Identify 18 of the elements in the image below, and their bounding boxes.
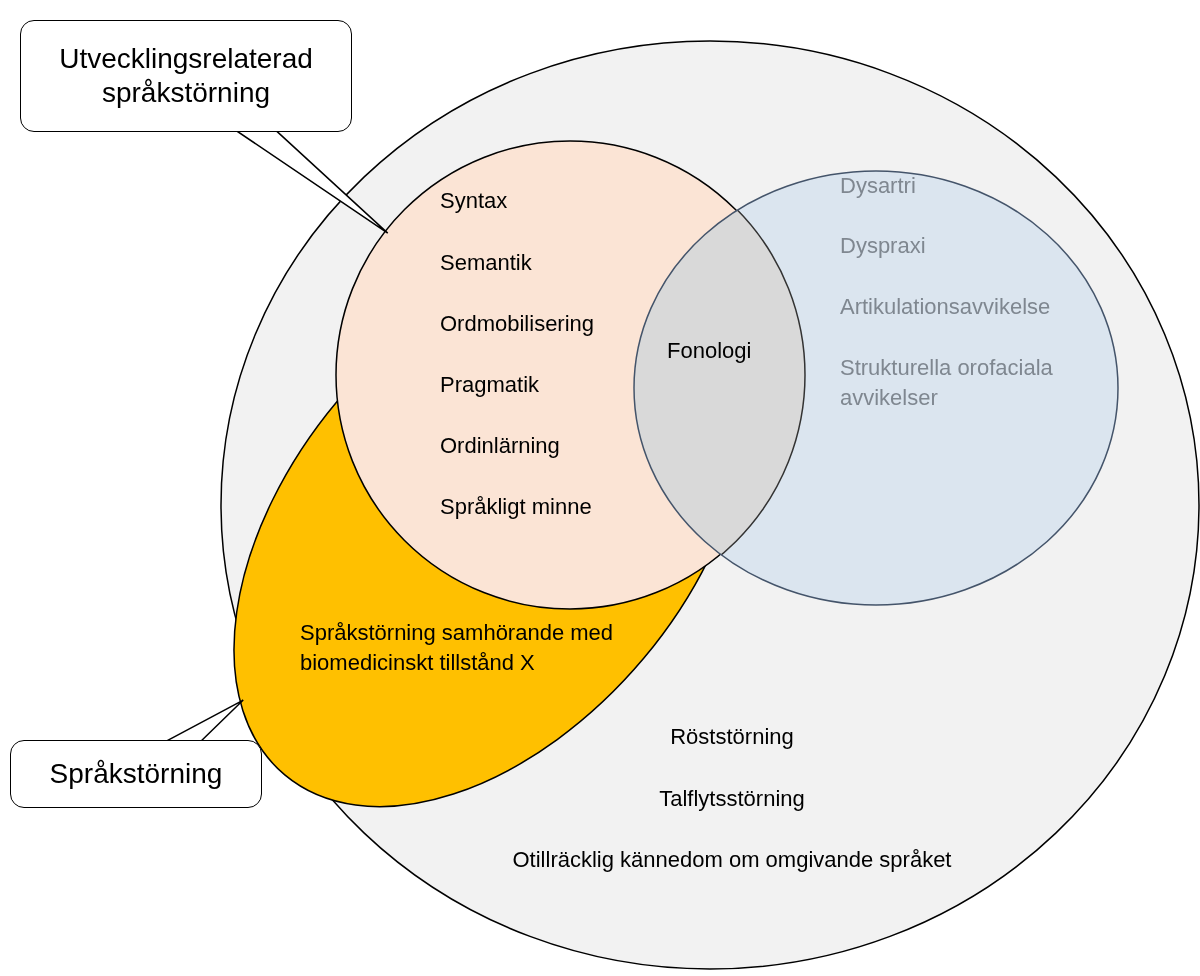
callout-text: Utvecklingsrelaterad språkstörning (58, 42, 314, 110)
term-label: Otillräcklig kännedom om omgivande språket (511, 846, 953, 874)
term-label: Röststörning (669, 723, 795, 751)
term-label: Talflytsstörning (658, 785, 806, 813)
term-label: Dysartri (840, 172, 917, 200)
term-label: Syntax (440, 187, 509, 215)
term-label: Artikulationsavvikelse (840, 293, 1052, 321)
term-label: Språkligt minne (440, 493, 593, 521)
term-label: Ordmobilisering (440, 310, 596, 338)
term-label: Språkstörning samhörande med biomedicinskt tillstånd X (300, 619, 615, 677)
term-label: Pragmatik (440, 371, 541, 399)
term-label: Semantik (440, 249, 533, 277)
term-label: Fonologi (667, 336, 752, 366)
term-label: Strukturella orofaciala avvikelser (840, 354, 1054, 412)
term-label: Dyspraxi (840, 232, 927, 260)
callout-text: Språkstörning (49, 757, 223, 791)
venn-circle (633, 170, 1119, 606)
term-label: Ordinlärning (440, 432, 561, 460)
